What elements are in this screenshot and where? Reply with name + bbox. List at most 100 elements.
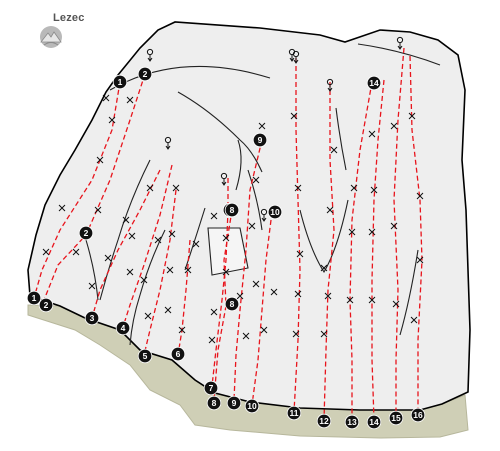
bolt-icon [140, 276, 148, 284]
bolt-icon [184, 266, 192, 274]
bolt-icon [294, 290, 302, 298]
route-line-3 [91, 169, 161, 319]
route-marker-mid-2[interactable]: 2 [78, 225, 94, 241]
route-number-label: 2 [143, 69, 148, 79]
route-line-10 [251, 211, 273, 406]
bolt-icon [236, 292, 244, 300]
route-number-label: 8 [212, 398, 217, 408]
bolt-icon [146, 184, 154, 192]
bolt-icon [126, 96, 134, 104]
route-marker-bottom-13[interactable]: 13 [344, 414, 360, 430]
route-marker-bottom-10[interactable]: 10 [244, 398, 260, 414]
bolt-icon [416, 192, 424, 200]
route-marker-top-9[interactable]: 9 [252, 132, 268, 148]
route-number-label: 3 [90, 313, 95, 323]
bolt-icon [368, 130, 376, 138]
route-marker-top-1[interactable]: 1 [112, 74, 128, 90]
bolt-icon [390, 122, 398, 130]
lower-off-icon [164, 136, 172, 150]
bolt-icon [320, 330, 328, 338]
bolt-icon [222, 234, 230, 242]
bolt-icon [222, 268, 230, 276]
bolt-icon [88, 282, 96, 290]
route-number-label: 8 [230, 299, 235, 309]
brand-logo: Lezec [38, 12, 100, 52]
route-number-label: 1 [118, 77, 123, 87]
route-marker-bottom-3[interactable]: 3 [84, 310, 100, 326]
route-marker-top-14[interactable]: 14 [366, 75, 382, 91]
bolt-icon [390, 222, 398, 230]
route-marker-bottom-1[interactable]: 1 [26, 290, 42, 306]
bolt-icon [292, 330, 300, 338]
bolt-icon [210, 308, 218, 316]
bolt-icon [164, 306, 172, 314]
bolt-icon [168, 230, 176, 238]
route-marker-top-8[interactable]: 8 [224, 202, 240, 218]
bolt-icon [270, 288, 278, 296]
bolt-icon [252, 280, 260, 288]
bolt-icon [154, 236, 162, 244]
route-number-label: 12 [319, 416, 329, 426]
bolt-icon [144, 312, 152, 320]
bolt-icon [368, 228, 376, 236]
route-marker-bottom-7[interactable]: 7 [203, 380, 219, 396]
mountain-logo-icon [40, 26, 62, 48]
bolt-icon [324, 292, 332, 300]
route-marker-bottom-15[interactable]: 15 [388, 410, 404, 426]
bolt-icon [258, 122, 266, 130]
bolt-icon [348, 228, 356, 236]
bolt-icon [290, 112, 298, 120]
bolt-icon [102, 94, 110, 102]
bolt-icon [96, 156, 104, 164]
lower-off-icon [220, 172, 228, 186]
route-marker-mid-8[interactable]: 8 [224, 296, 240, 312]
rock-face [27, 21, 471, 411]
bolt-icon [252, 176, 260, 184]
route-number-label: 2 [84, 228, 89, 238]
route-marker-bottom-6[interactable]: 6 [170, 346, 186, 362]
lower-off-icon [146, 48, 154, 62]
bolt-icon [368, 296, 376, 304]
bolt-icon [410, 316, 418, 324]
route-line-12 [323, 82, 335, 421]
bolt-icon [350, 184, 358, 192]
bolt-icon [126, 268, 134, 276]
route-number-label: 14 [369, 78, 379, 88]
brand-name: Lezec [53, 12, 85, 24]
route-number-label: 13 [347, 417, 357, 427]
route-marker-bottom-12[interactable]: 12 [316, 413, 332, 429]
lower-off-icon [288, 48, 296, 62]
route-marker-bottom-2[interactable]: 2 [38, 297, 54, 313]
route-marker-top-10[interactable]: 10 [267, 204, 283, 220]
route-marker-bottom-11[interactable]: 11 [286, 405, 302, 421]
route-number-label: 10 [247, 401, 257, 411]
route-marker-bottom-16[interactable]: 16 [410, 407, 426, 423]
bolt-icon [260, 326, 268, 334]
route-marker-bottom-5[interactable]: 5 [137, 348, 153, 364]
route-number-label: 6 [176, 349, 181, 359]
route-marker-bottom-4[interactable]: 4 [115, 320, 131, 336]
routes-layer [33, 47, 424, 421]
bolt-icon [210, 212, 218, 220]
bolt-icon [104, 254, 112, 262]
bolt-icon [326, 206, 334, 214]
route-marker-bottom-14[interactable]: 14 [366, 414, 382, 430]
route-number-label: 10 [270, 207, 280, 217]
markers-layer: 1122234567788899101011121314141516 [26, 66, 426, 430]
route-marker-top-2[interactable]: 2 [137, 66, 153, 82]
route-number-label: 4 [121, 323, 126, 333]
route-number-label: 14 [369, 417, 379, 427]
route-number-label: 16 [413, 410, 423, 420]
bolt-icon [248, 222, 256, 230]
route-marker-bottom-8[interactable]: 8 [206, 395, 222, 411]
bolt-icon [392, 300, 400, 308]
bolt-icon [72, 248, 80, 256]
route-line-4 [121, 164, 173, 331]
bolt-icon [208, 336, 216, 344]
route-number-label: 11 [290, 408, 299, 418]
bolt-icon [416, 256, 424, 264]
route-number-label: 1 [32, 293, 37, 303]
route-marker-bottom-9[interactable]: 9 [226, 395, 242, 411]
